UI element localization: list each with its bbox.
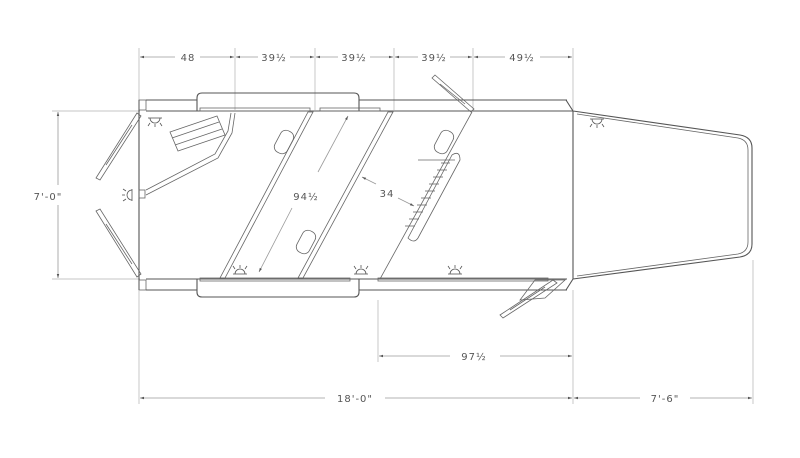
dimension-label-49half: 49½ — [509, 52, 534, 64]
trailer-body — [138, 92, 753, 298]
dimension-label-48: 48 — [181, 53, 196, 64]
tack-wall — [138, 112, 236, 199]
light-icon — [353, 265, 369, 275]
light-icon — [447, 265, 463, 275]
dimension-label-39half-3: 39½ — [421, 52, 446, 64]
rear-doors — [95, 112, 142, 278]
hay-rack — [405, 152, 461, 242]
dimension-label-overall-length: 18'-0" — [337, 394, 373, 405]
dimension-label-stall-length: 94½ — [293, 191, 318, 203]
dimension-label-39half-2: 39½ — [341, 52, 366, 64]
stall-width-dimension — [361, 176, 415, 207]
light-icon — [589, 118, 605, 128]
stall-windows — [273, 129, 455, 255]
top-dimension-chain — [138, 48, 574, 110]
dimension-label-width: 7'-0" — [34, 192, 63, 203]
saddle-rack — [169, 115, 226, 152]
light-icon — [147, 117, 163, 127]
dimension-label-stall-width: 34 — [380, 189, 395, 200]
bottom-dimensions — [138, 260, 754, 404]
dimension-label-39half-1: 39½ — [261, 52, 286, 64]
stall-dividers — [219, 111, 473, 280]
light-icon — [232, 265, 248, 275]
light-icon — [122, 188, 133, 202]
dimension-label-rear-area: 97½ — [461, 351, 486, 363]
width-dimension — [52, 110, 140, 280]
escape-doors — [431, 74, 567, 319]
dimension-label-gooseneck: 7'-6" — [651, 394, 680, 405]
dome-lights — [122, 117, 605, 275]
stall-length-dimension — [258, 115, 349, 273]
